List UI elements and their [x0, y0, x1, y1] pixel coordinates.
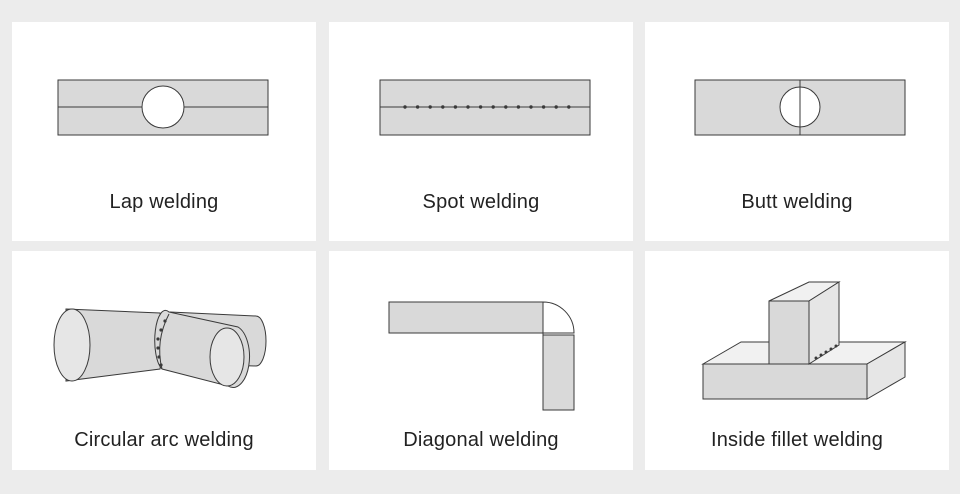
card-label: Lap welding — [109, 191, 219, 213]
card-butt-welding: Butt welding — [645, 22, 949, 241]
card-label: Butt welding — [741, 191, 853, 213]
card-label: Inside fillet welding — [710, 429, 884, 451]
butt-welding-diagram — [694, 79, 906, 136]
spot-weld-dot — [428, 105, 432, 109]
spot-weld-dot — [466, 105, 470, 109]
spot-weld-dot — [554, 105, 558, 109]
spot-weld-dot — [478, 105, 483, 109]
lap-welding-diagram — [57, 79, 269, 136]
card-lap-welding: Lap welding — [12, 22, 316, 241]
spot-weld-dot — [491, 105, 495, 109]
spot-weld-dot — [529, 105, 533, 109]
circular-arc-welding-diagram — [53, 308, 267, 388]
diagonal-welding-diagram — [388, 301, 575, 411]
spot-weld-dot — [453, 105, 458, 109]
spot-weld-dot — [504, 105, 508, 109]
spot-weld-dot — [441, 105, 445, 109]
spot-weld-dot — [415, 105, 420, 109]
card-spot-welding: Spot welding — [329, 22, 633, 241]
card-label: Circular arc welding — [74, 429, 254, 451]
spot-weld-dot — [403, 105, 407, 109]
card-inside-fillet-welding: Inside fillet welding — [645, 251, 949, 470]
inside-fillet-welding-diagram — [701, 281, 907, 400]
card-circular-arc-welding: Circular arc welding — [12, 251, 316, 470]
spot-welding-diagram — [379, 79, 591, 136]
spot-weld-dot — [516, 105, 521, 109]
spot-weld-dot — [541, 105, 546, 109]
card-label: Spot welding — [422, 191, 540, 213]
spot-weld-dot — [567, 105, 571, 109]
card-diagonal-welding: Diagonal welding — [329, 251, 633, 470]
card-label: Diagonal welding — [403, 429, 559, 451]
